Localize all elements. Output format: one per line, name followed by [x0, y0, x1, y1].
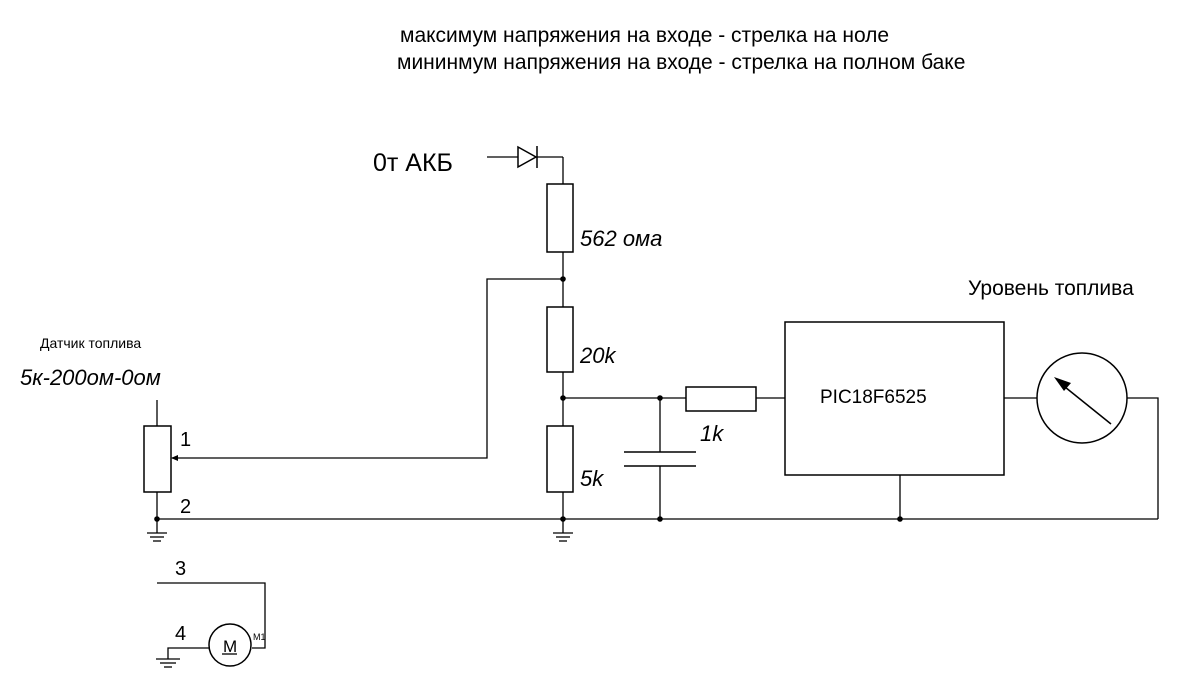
wire-pin3-to-motor [157, 582, 266, 649]
sensor-title: Датчик топлива [40, 335, 141, 351]
pin-4-label: 4 [175, 623, 186, 645]
resistor-20k-label: 20k [579, 343, 616, 368]
resistor-1k [685, 386, 757, 412]
resistor-20k [546, 306, 574, 373]
note-max-voltage: максимум напряжения на входе - стрелка н… [400, 24, 889, 47]
fuel-pump-motor: M M1 [208, 623, 266, 667]
microcontroller-label: PIC18F6525 [820, 387, 927, 408]
motor-symbol: M [223, 637, 237, 656]
battery-source-label: 0т АКБ [373, 149, 453, 177]
fuel-sensor-potentiometer [143, 400, 178, 533]
resistor-5k-label: 5k [580, 466, 604, 491]
ground-symbol-motor [156, 658, 180, 668]
note-min-voltage: мининмум напряжения на входе - стрелка н… [397, 51, 965, 74]
motor-ref-label: M1 [253, 632, 266, 642]
gauge-title: Уровень топлива [968, 277, 1134, 300]
pin-3-label: 3 [175, 558, 186, 580]
wire-wiper [172, 278, 563, 459]
resistor-5k [546, 425, 574, 493]
ground-symbol-main [553, 532, 573, 542]
wire-gauge-return [1127, 397, 1159, 519]
pin-1-label: 1 [180, 429, 191, 451]
resistor-562-label: 562 ома [580, 226, 662, 251]
wire-motor-to-ground [167, 647, 209, 659]
junction-ground-sensor [154, 516, 160, 522]
pin-2-label: 2 [180, 496, 191, 518]
ground-symbol-sensor [147, 532, 167, 542]
fuel-gauge-meter [1036, 352, 1128, 444]
diode [487, 145, 563, 169]
resistor-1k-label: 1k [700, 421, 724, 446]
resistor-562 [546, 183, 574, 253]
capacitor [624, 398, 696, 519]
sensor-range: 5к-200ом-0ом [20, 365, 161, 390]
